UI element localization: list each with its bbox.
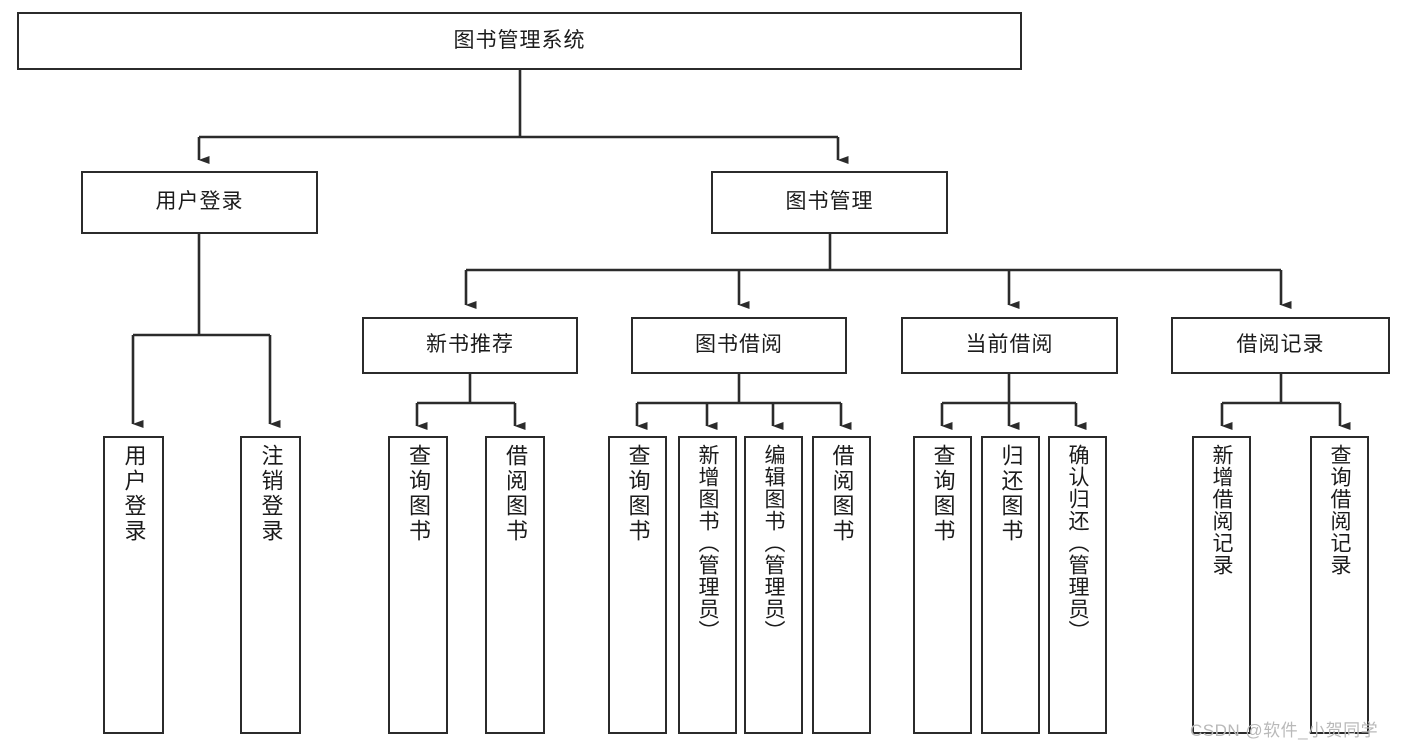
node-label: 新书推荐 [426, 333, 514, 357]
leaf-record-query[interactable]: 查询借阅记录 [1310, 436, 1369, 734]
leaf-user-logout[interactable]: 注销登录 [240, 436, 301, 734]
node-label: 借阅图书 [829, 444, 855, 544]
node-label: 当前借阅 [965, 333, 1054, 357]
leaf-borrow-borrow-book[interactable]: 借阅图书 [812, 436, 871, 734]
node-user-login[interactable]: 用户登录 [81, 171, 318, 234]
node-label: 查询借阅记录 [1328, 444, 1351, 576]
node-label: 归还图书 [998, 444, 1024, 544]
node-label: 新增借阅记录 [1210, 444, 1233, 576]
leaf-record-add[interactable]: 新增借阅记录 [1192, 436, 1251, 734]
node-label: 查询图书 [625, 444, 651, 544]
node-label: 图书管理 [785, 190, 874, 214]
node-root-system[interactable]: 图书管理系统 [17, 12, 1022, 70]
node-label: 用户登录 [155, 190, 244, 214]
leaf-user-login[interactable]: 用户登录 [103, 436, 164, 734]
leaf-borrow-query-book[interactable]: 查询图书 [608, 436, 667, 734]
node-label: 图书管理系统 [453, 28, 586, 52]
node-label: 注销登录 [258, 444, 284, 544]
leaf-new-book-query[interactable]: 查询图书 [388, 436, 448, 734]
node-new-book-recommend[interactable]: 新书推荐 [362, 317, 578, 374]
node-label: 图书借阅 [695, 333, 783, 357]
node-label: 确认归还（管理员） [1066, 444, 1089, 642]
node-book-borrow[interactable]: 图书借阅 [631, 317, 847, 374]
node-borrow-record[interactable]: 借阅记录 [1171, 317, 1390, 374]
node-current-borrow[interactable]: 当前借阅 [901, 317, 1118, 374]
node-label: 用户登录 [121, 444, 147, 544]
node-label: 编辑图书（管理员） [762, 444, 785, 642]
leaf-new-book-borrow[interactable]: 借阅图书 [485, 436, 545, 734]
node-book-management[interactable]: 图书管理 [711, 171, 948, 234]
leaf-borrow-add-book-admin[interactable]: 新增图书（管理员） [678, 436, 737, 734]
node-label: 新增图书（管理员） [696, 444, 719, 642]
csdn-watermark: CSDN @软件_小贺同学 [1190, 721, 1379, 740]
node-label: 查询图书 [930, 444, 956, 544]
leaf-borrow-edit-book-admin[interactable]: 编辑图书（管理员） [744, 436, 803, 734]
node-label: 借阅图书 [503, 444, 528, 544]
node-label: 借阅记录 [1236, 333, 1325, 357]
leaf-current-confirm-return-admin[interactable]: 确认归还（管理员） [1048, 436, 1107, 734]
leaf-current-query-book[interactable]: 查询图书 [913, 436, 972, 734]
node-label: 查询图书 [406, 444, 431, 544]
leaf-current-return-book[interactable]: 归还图书 [981, 436, 1040, 734]
